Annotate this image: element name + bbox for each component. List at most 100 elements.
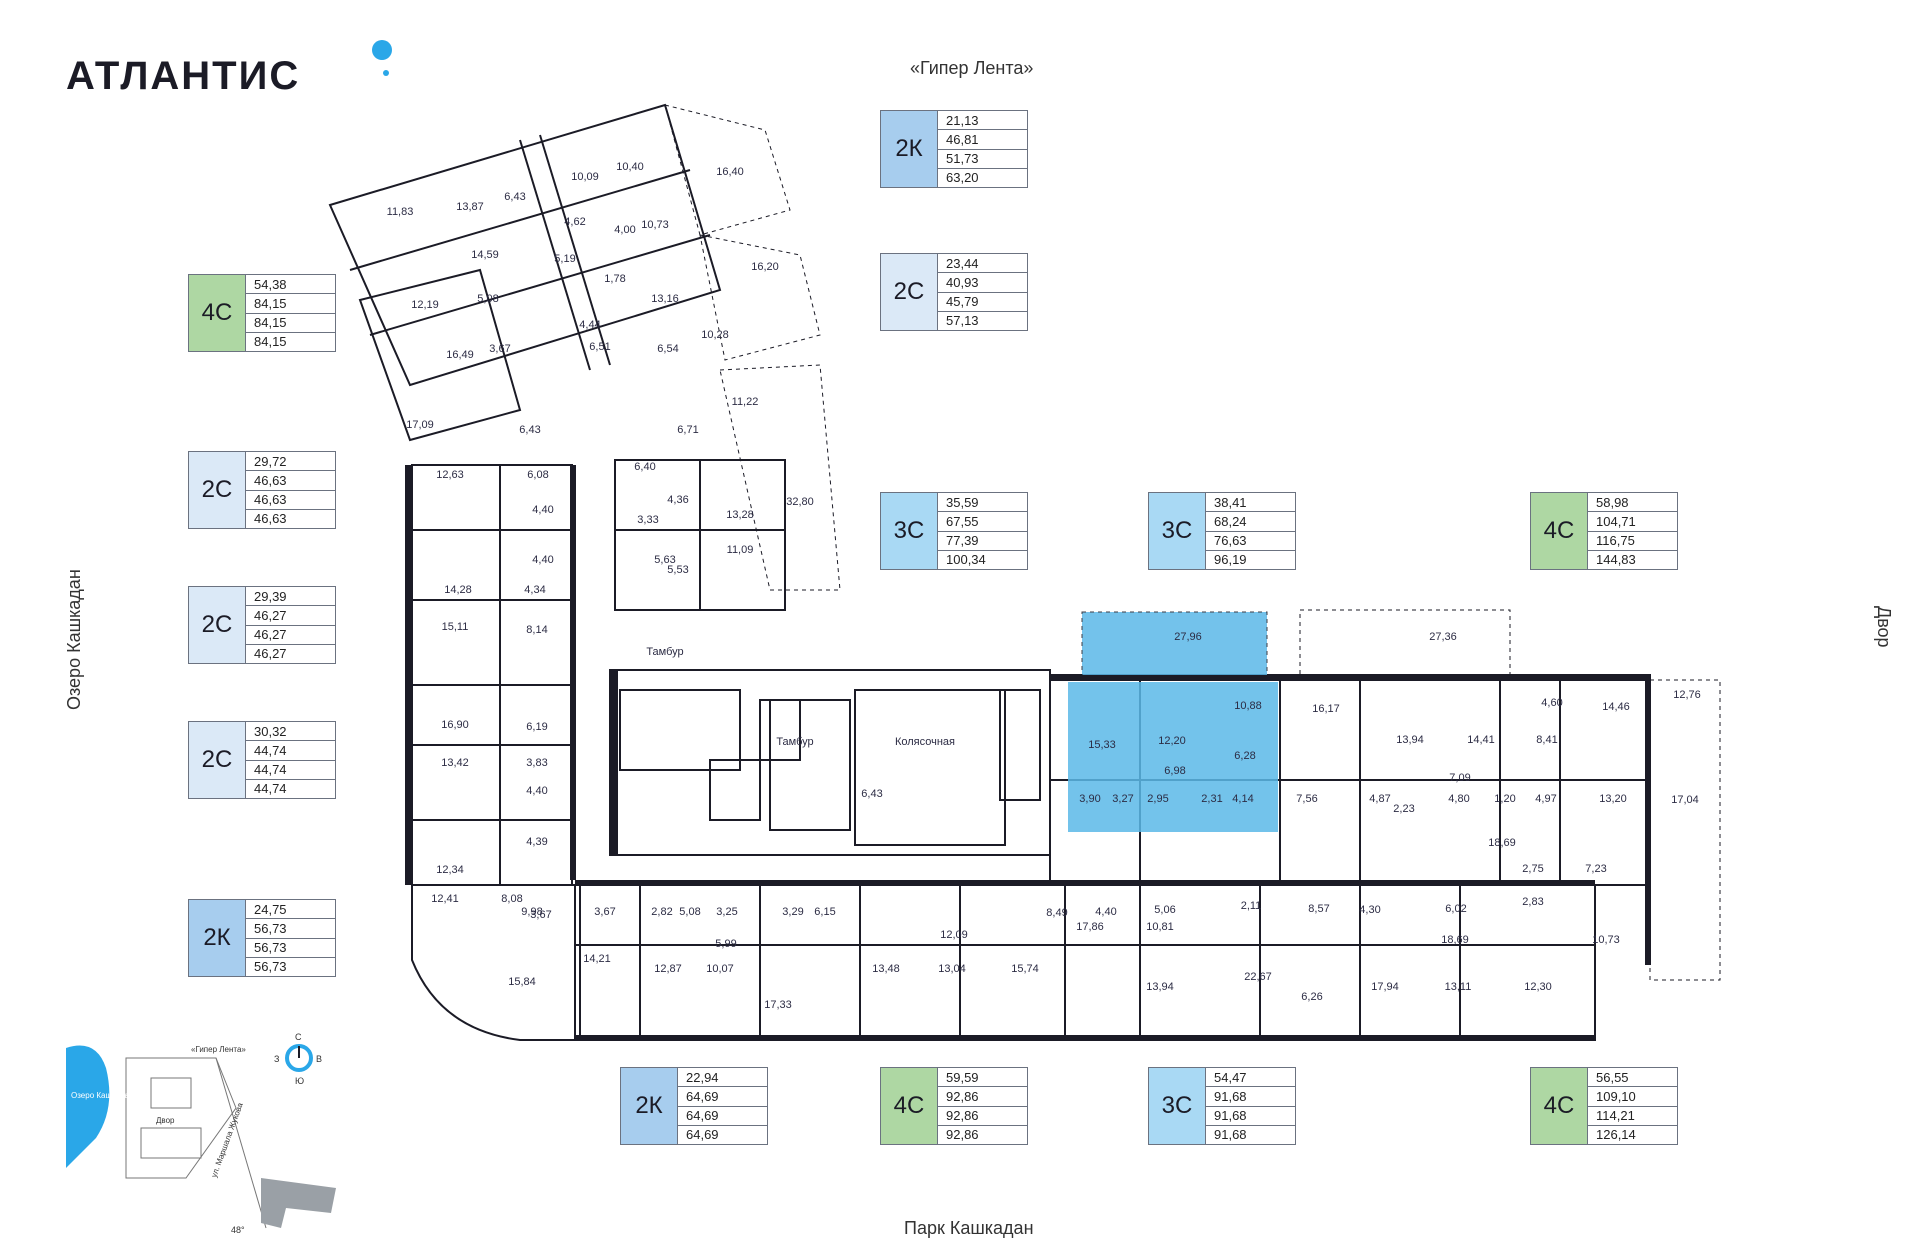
card-val: 91,68	[1206, 1087, 1295, 1107]
card-val: 92,86	[938, 1087, 1027, 1107]
room-area: 6,51	[589, 341, 610, 353]
room-area: 32,80	[786, 496, 814, 508]
card-type: 2С	[189, 452, 246, 528]
room-area: 6,54	[657, 343, 678, 355]
card-val: 58,98	[1588, 493, 1677, 513]
brand-logo: АТЛАНТИС	[66, 54, 301, 98]
card-val: 46,63	[246, 491, 335, 510]
card-val: 91,68	[1214, 1127, 1247, 1143]
room-area: 12,76	[1673, 689, 1701, 701]
room-area: 6,43	[504, 191, 525, 203]
room-area: 12,09	[940, 929, 968, 941]
room-area: 17,86	[1076, 921, 1104, 933]
room-area: 5,99	[715, 938, 736, 950]
card-val: 56,73	[254, 959, 287, 975]
room-area: 12,34	[436, 864, 464, 876]
room-area: 6,28	[1234, 750, 1255, 762]
room-area: 9,98	[521, 906, 542, 918]
card-val: 35,59	[938, 493, 1027, 513]
room-area: 18,69	[1488, 837, 1516, 849]
card-val: 116,75	[1588, 532, 1677, 551]
tambur-label-1: Тамбур	[646, 646, 683, 658]
card-val: 30,32	[246, 722, 335, 742]
card-type: 2К	[881, 111, 938, 187]
card-val: 68,24	[1206, 512, 1295, 532]
card-type: 2С	[189, 722, 246, 798]
room-area: 4,40	[526, 785, 547, 797]
room-area: 14,46	[1602, 701, 1630, 713]
minimap-angle-label: 48°	[231, 1225, 245, 1235]
room-area: 6,40	[634, 461, 655, 473]
room-area: 27,96	[1174, 631, 1202, 643]
room-area: 5,19	[554, 253, 575, 265]
card-val: 46,27	[254, 646, 287, 662]
site-minimap[interactable]: Озеро Кашкадан «Гипер Лента» Двор ул. Ма…	[66, 1028, 366, 1238]
room-area: 4,40	[1095, 906, 1116, 918]
room-area: 3,90	[1079, 793, 1100, 805]
room-area: 12,63	[436, 469, 464, 481]
room-area: 22,67	[1244, 971, 1272, 983]
room-area: 6,71	[677, 424, 698, 436]
room-area: 3,27	[1112, 793, 1133, 805]
card-val: 84,15	[254, 334, 287, 350]
card-type: 3С	[881, 493, 938, 569]
card-val: 92,86	[938, 1107, 1027, 1126]
room-area: 2,31	[1201, 793, 1222, 805]
card-val: 76,63	[1206, 532, 1295, 551]
room-area: 12,87	[654, 963, 682, 975]
card-val: 38,41	[1206, 493, 1295, 513]
room-area: 10,73	[641, 219, 669, 231]
compass-n: С	[295, 1032, 302, 1042]
room-area: 4,30	[1359, 904, 1380, 916]
card-val: 67,55	[938, 512, 1027, 532]
room-area: 13,28	[726, 509, 754, 521]
card-val: 64,69	[686, 1127, 719, 1143]
room-area: 13,87	[456, 201, 484, 213]
card-type: 2К	[621, 1068, 678, 1144]
card-val: 114,21	[1588, 1107, 1677, 1126]
room-area: 11,09	[727, 544, 754, 556]
room-area: 13,94	[1396, 734, 1424, 746]
room-area: 18,69	[1441, 934, 1469, 946]
room-area: 13,94	[1146, 981, 1174, 993]
room-area: 13,16	[651, 293, 679, 305]
room-area: 17,09	[406, 419, 434, 431]
room-area: 15,84	[508, 976, 536, 988]
card-val: 21,13	[938, 111, 1027, 131]
room-area: 1,20	[1494, 793, 1515, 805]
room-area: 8,08	[501, 893, 522, 905]
card-val: 56,73	[246, 919, 335, 939]
highlighted-terrace	[1081, 611, 1268, 681]
room-area: 5,08	[679, 906, 700, 918]
card-val: 96,19	[1214, 552, 1247, 568]
room-area: 10,88	[1234, 700, 1262, 712]
room-area: 5,53	[667, 564, 688, 576]
compass-w: З	[274, 1054, 279, 1064]
room-area: 6,98	[1164, 765, 1185, 777]
room-area: 4,00	[614, 224, 635, 236]
room-area: 17,33	[764, 999, 792, 1011]
room-area: 10,09	[571, 171, 599, 183]
building-shape	[261, 1178, 336, 1228]
room-area: 14,21	[583, 953, 611, 965]
card-val: 144,83	[1596, 552, 1636, 568]
room-area: 2,75	[1522, 863, 1543, 875]
room-area: 5,08	[477, 293, 498, 305]
room-area: 7,23	[1585, 863, 1606, 875]
room-area: 6,08	[527, 469, 548, 481]
room-area: 5,63	[654, 554, 675, 566]
